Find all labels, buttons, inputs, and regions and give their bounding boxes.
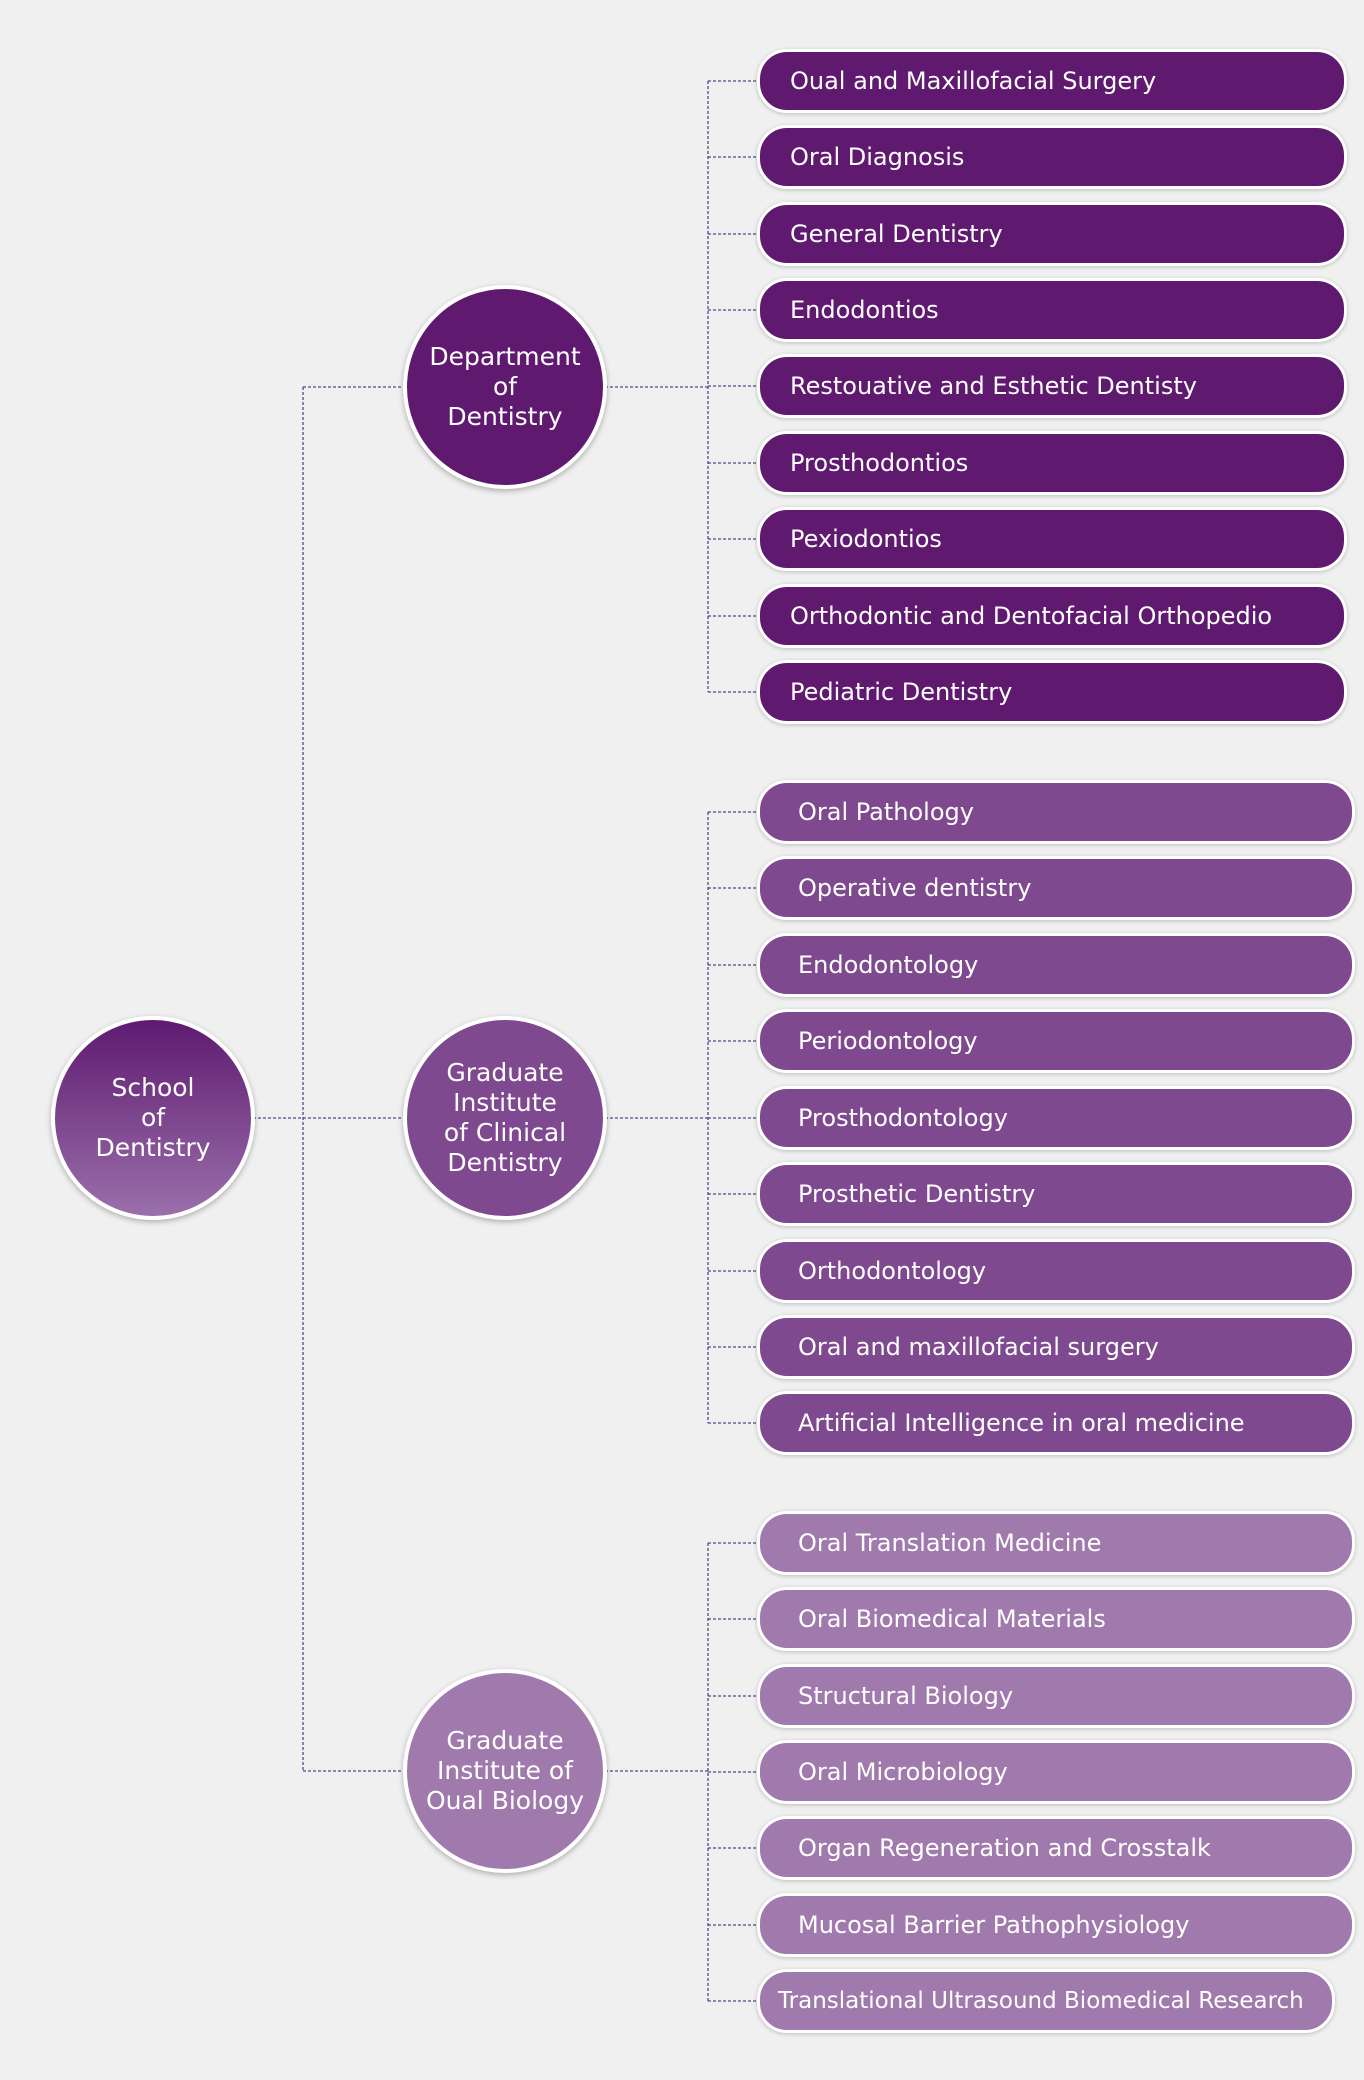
leaf-label: Oral Translation Medicine xyxy=(798,1529,1102,1557)
leaf-pill: Organ Regeneration and Crosstalk xyxy=(757,1816,1355,1880)
leaf-label: Oral Diagnosis xyxy=(790,143,965,171)
leaf-pill: Mucosal Barrier Pathophysiology xyxy=(757,1893,1355,1957)
leaf-label: Orthodontology xyxy=(798,1257,987,1285)
leaf-pill: Oral Pathology xyxy=(757,780,1355,844)
leaf-label: Operative dentistry xyxy=(798,874,1032,902)
leaf-label: Pexiodontios xyxy=(790,525,942,553)
leaf-pill: Endodontology xyxy=(757,933,1355,997)
leaf-pill: Orthodontic and Dentofacial Orthopedio xyxy=(757,584,1347,648)
leaf-pill: Orthodontology xyxy=(757,1239,1355,1303)
leaf-pill: Operative dentistry xyxy=(757,856,1355,920)
leaf-label: Organ Regeneration and Crosstalk xyxy=(798,1834,1211,1862)
leaf-label: Pediatric Dentistry xyxy=(790,678,1013,706)
branch-node-department-of-dentistry: Department of Dentistry xyxy=(403,285,607,489)
leaf-pill: Oral Biomedical Materials xyxy=(757,1587,1355,1651)
leaf-label: Restouative and Esthetic Dentisty xyxy=(790,372,1197,400)
leaf-pill: Periodontology xyxy=(757,1009,1355,1073)
leaf-label: Translational Ultrasound Biomedical Rese… xyxy=(778,1988,1304,2014)
leaf-pill: Prosthodontios xyxy=(757,431,1347,495)
leaf-pill: Prosthodontology xyxy=(757,1086,1355,1150)
leaf-label: Prosthodontios xyxy=(790,449,969,477)
leaf-pill: Oral Microbiology xyxy=(757,1740,1355,1804)
leaf-label: Orthodontic and Dentofacial Orthopedio xyxy=(790,602,1273,630)
leaf-label: Endodontology xyxy=(798,951,979,979)
leaf-pill: Pexiodontios xyxy=(757,507,1347,571)
leaf-pill: Artificial Intelligence in oral medicine xyxy=(757,1391,1355,1455)
leaf-label: General Dentistry xyxy=(790,220,1003,248)
leaf-label: Mucosal Barrier Pathophysiology xyxy=(798,1911,1190,1939)
leaf-label: Structural Biology xyxy=(798,1682,1014,1710)
leaf-label: Oral Microbiology xyxy=(798,1758,1008,1786)
leaf-pill: Pediatric Dentistry xyxy=(757,660,1347,724)
branch-node-label: Graduate Institute of Oual Biology xyxy=(425,1726,585,1815)
leaf-pill: Oual and Maxillofacial Surgery xyxy=(757,49,1347,113)
leaf-pill: Oral and maxillofacial surgery xyxy=(757,1315,1355,1379)
branch-node-label: Department of Dentistry xyxy=(429,342,581,431)
root-node-school-of-dentistry: School of Dentistry xyxy=(51,1016,255,1220)
leaf-pill: Oral Diagnosis xyxy=(757,125,1347,189)
leaf-label: Oual and Maxillofacial Surgery xyxy=(790,67,1157,95)
leaf-pill: Endodontios xyxy=(757,278,1347,342)
branch-node-label: Graduate Institute of Clinical Dentistry xyxy=(443,1058,567,1177)
branch-node-graduate-institute-clinical-dentistry: Graduate Institute of Clinical Dentistry xyxy=(403,1016,607,1220)
leaf-pill: Restouative and Esthetic Dentisty xyxy=(757,354,1347,418)
branch-node-graduate-institute-oral-biology: Graduate Institute of Oual Biology xyxy=(403,1669,607,1873)
leaf-pill: Prosthetic Dentistry xyxy=(757,1162,1355,1226)
leaf-label: Oral and maxillofacial surgery xyxy=(798,1333,1159,1361)
leaf-label: Oral Biomedical Materials xyxy=(798,1605,1106,1633)
leaf-pill: Translational Ultrasound Biomedical Rese… xyxy=(757,1969,1335,2033)
leaf-label: Prosthetic Dentistry xyxy=(798,1180,1036,1208)
leaf-label: Artificial Intelligence in oral medicine xyxy=(798,1409,1245,1437)
leaf-label: Endodontios xyxy=(790,296,939,324)
leaf-label: Oral Pathology xyxy=(798,798,974,826)
leaf-label: Periodontology xyxy=(798,1027,978,1055)
leaf-pill: Oral Translation Medicine xyxy=(757,1511,1355,1575)
leaf-pill: Structural Biology xyxy=(757,1664,1355,1728)
leaf-label: Prosthodontology xyxy=(798,1104,1008,1132)
leaf-pill: General Dentistry xyxy=(757,202,1347,266)
root-node-label: School of Dentistry xyxy=(95,1073,211,1162)
